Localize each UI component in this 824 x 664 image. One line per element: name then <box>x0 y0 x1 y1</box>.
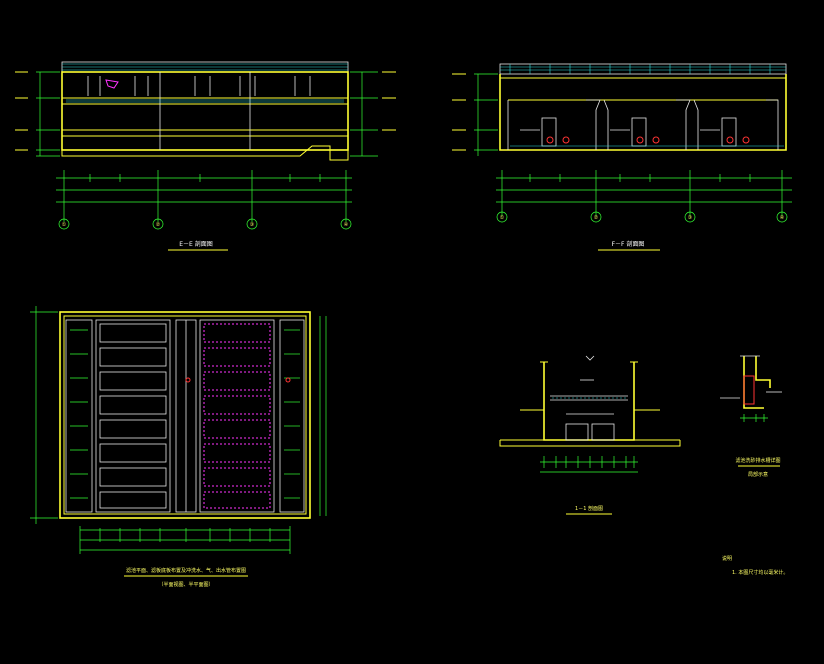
section-e-title: E－E 剖面图 <box>179 240 213 248</box>
axis-label: ② <box>594 215 599 221</box>
plan-subtitle: （半面视图、半平面图） <box>158 581 213 588</box>
axis-label: ③ <box>688 215 692 221</box>
detail-title: 滤池洗砂排水槽详图 <box>735 457 780 464</box>
axis-label: ③ <box>250 222 254 228</box>
section-1-view: 1－1 剖面图 <box>499 355 681 515</box>
notes-line: 1. 本图尺寸均以毫米计。 <box>732 569 788 576</box>
plan-view: 滤池平面、滤板底板布置及冲洗水、气、出水管布置图 （半面视图、半平面图） <box>30 306 327 588</box>
detail-view: 滤池洗砂排水槽详图 局部示意 <box>720 355 782 478</box>
section-f-view: ① ② ③ ④ F－F 剖面图 <box>452 63 792 251</box>
detail-subtitle: 局部示意 <box>748 471 768 478</box>
section-e-view: ① ② ③ ④ E－E 剖面图 <box>15 61 396 251</box>
axis-label: ① <box>500 215 505 221</box>
axis-label: ① <box>62 222 67 228</box>
axis-label: ④ <box>780 215 785 221</box>
axis-label: ② <box>156 222 161 228</box>
drawing-notes: 说明 1. 本图尺寸均以毫米计。 <box>722 555 788 576</box>
axis-label: ④ <box>344 222 349 228</box>
notes-heading: 说明 <box>722 555 732 562</box>
plan-title: 滤池平面、滤板底板布置及冲洗水、气、出水管布置图 <box>126 567 246 574</box>
section-1-title: 1－1 剖面图 <box>575 505 603 512</box>
section-f-title: F－F 剖面图 <box>612 240 645 248</box>
